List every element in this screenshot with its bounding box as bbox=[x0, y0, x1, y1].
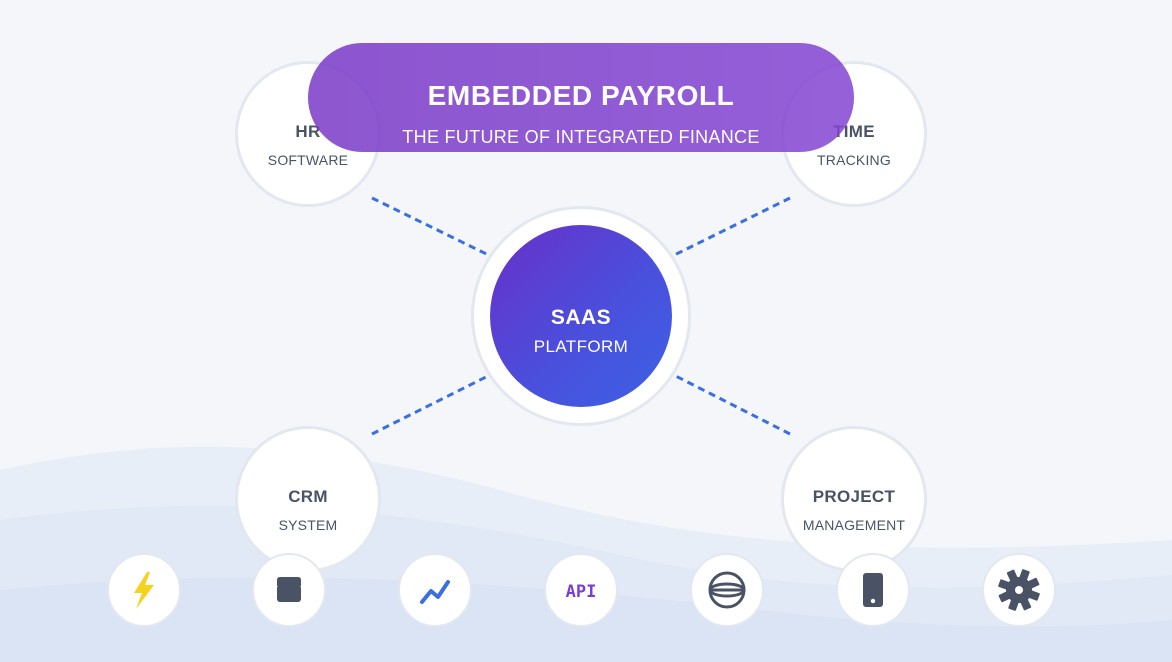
globe-icon bbox=[708, 571, 746, 609]
node-subtitle: SYSTEM bbox=[278, 517, 338, 533]
lightning-tool[interactable] bbox=[107, 553, 181, 627]
connector-time bbox=[647, 196, 791, 270]
stack-tool[interactable] bbox=[252, 553, 326, 627]
globe-tool[interactable] bbox=[690, 553, 764, 627]
banner-subtitle: THE FUTURE OF INTEGRATED FINANCE bbox=[402, 127, 760, 147]
api-icon: API bbox=[565, 582, 597, 602]
node-title: HR bbox=[295, 122, 321, 141]
trend-chart-icon bbox=[420, 580, 450, 604]
hub-saas-platform: SAAS PLATFORM bbox=[490, 225, 672, 407]
mobile-phone-icon bbox=[863, 573, 883, 607]
lightning-icon bbox=[134, 572, 154, 609]
node-subtitle: MANAGEMENT bbox=[802, 517, 906, 533]
stack-icon bbox=[277, 577, 301, 602]
node-project-management: PROJECT MANAGEMENT bbox=[781, 426, 927, 572]
title-banner: EMBEDDED PAYROLL THE FUTURE OF INTEGRATE… bbox=[308, 43, 854, 152]
connector-project bbox=[651, 362, 791, 436]
node-subtitle: SOFTWARE bbox=[267, 152, 349, 168]
node-title: CRM bbox=[288, 487, 328, 506]
banner-title: EMBEDDED PAYROLL bbox=[427, 80, 735, 111]
gear-tool[interactable] bbox=[982, 553, 1056, 627]
trend-chart-tool[interactable] bbox=[398, 553, 472, 627]
hub-subtitle: PLATFORM bbox=[533, 337, 629, 356]
mobile-phone-tool[interactable] bbox=[836, 553, 910, 627]
node-title: PROJECT bbox=[812, 487, 896, 506]
gear-icon bbox=[998, 569, 1040, 611]
node-crm-system: CRM SYSTEM bbox=[235, 426, 381, 572]
api-tool[interactable]: API bbox=[544, 553, 618, 627]
hub-title: SAAS bbox=[550, 306, 612, 329]
connector-crm bbox=[371, 362, 513, 436]
node-subtitle: TRACKING bbox=[817, 152, 891, 168]
